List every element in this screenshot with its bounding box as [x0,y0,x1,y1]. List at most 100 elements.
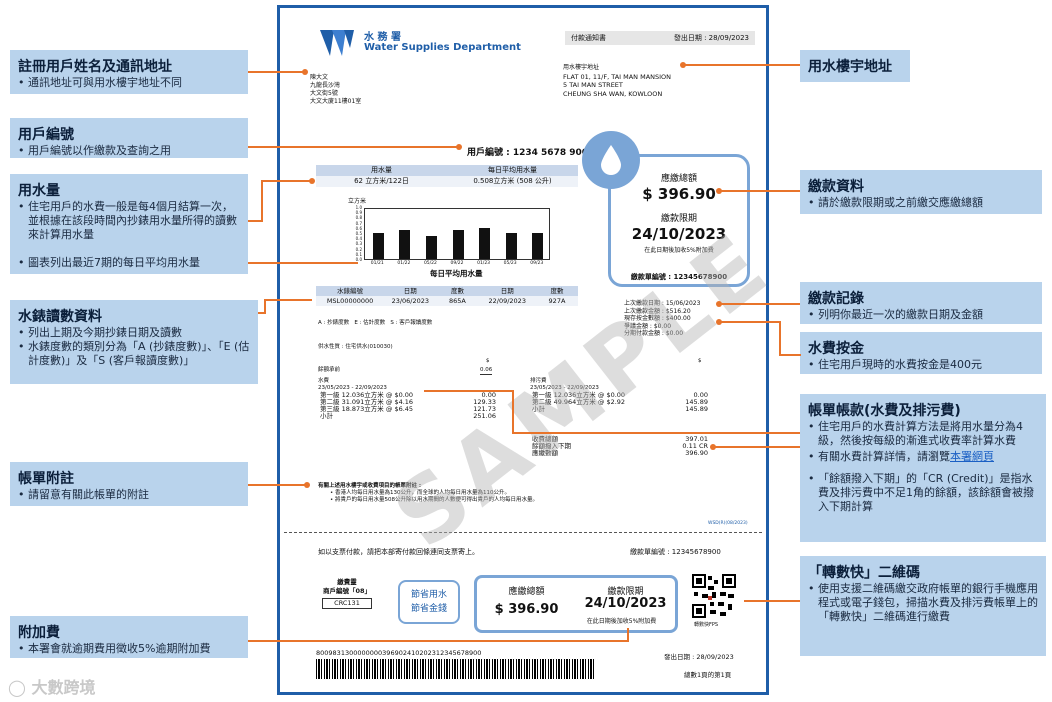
stub-amount-label: 應繳總額 [508,587,545,597]
dollar-sign-left: $ [486,358,490,364]
connector-line [424,390,514,392]
installment-amount: 分期付款金額 : $0.00 [624,330,684,337]
meter-cell: 23/06/2023 [391,297,430,305]
chart-y-tick: 0.0 [355,257,362,262]
dept-name-zh: 水 務 署 [364,32,401,43]
chart-x-tick: 09/22 [450,261,464,266]
callout-title: 用水量 [18,183,60,199]
charge-desc: 第一級 12.036立方米 @ $0.00 [532,391,626,399]
website-link[interactable]: 本署網頁 [950,450,994,463]
charge-amount: 397.01 [685,435,708,443]
late-note: 在此日期後加收5%附加費 [644,247,714,254]
chart-y-tick: 0.2 [355,246,362,252]
connector-dot [304,482,310,488]
callout-title: 帳單附註 [18,471,74,487]
charge-desc: 小計 [320,412,333,420]
bill-number: 繳款單編號 : 12345678900 [630,273,728,281]
stub-bill-number: 繳款單編號 : 12345678900 [630,548,721,556]
note-item: • 香港人均每日用水量為130公升，而全球的人均每日用水量為110公升。 [330,490,510,496]
chart-x-tick: 01/21 [370,261,384,266]
meter-hdr: 水錶編號 [337,287,364,295]
connector-dot [716,301,722,307]
callout-title: 註冊用戶姓名及通訊地址 [18,59,172,75]
callout-title: 水費按金 [808,341,864,357]
chart-bar [399,230,411,259]
chart-y-tick: 0.1 [355,251,362,257]
sewage-charges: 排污費 23/05/2023 - 22/09/2023 第一級 12.036立方… [530,378,710,413]
chart-x-tick: 01/23 [477,261,491,266]
callout-item: 通訊地址可與用水樓宇地址不同 [18,76,240,90]
meter-cell: 927A [548,297,566,305]
fps-qr-code-icon[interactable] [692,574,736,618]
connector-line [248,146,458,148]
dollar-sign-right: $ [698,358,702,364]
premises-label: 用水樓宇地址 [563,64,600,71]
payee-block: 繳費靈 商戶編號「08」 CRC131 [312,578,382,609]
balance-forward-value: 0.06 [480,367,493,375]
connector-line [248,262,358,264]
connector-line [264,299,266,314]
usage-value-1: 62 立方米/122日 [354,177,409,185]
charge-amount: 121.73 [473,405,496,413]
mail-addr-line: 大文街5號 [310,90,338,97]
sewage-label: 排污費 [530,378,547,384]
mail-addr-line: 陳大文 [310,74,329,81]
connector-dot [680,62,686,68]
chart-bar [505,233,517,259]
stub-amount-box: 應繳總額 $ 396.90 繳款限期 24/10/2023 在此日期後加收5%附… [474,575,678,633]
notes-title: 有關上述用水樓宇或收費項目的帳單附註 : [318,483,422,489]
chart-x-tick: 09/23 [530,261,544,266]
stub-amount-value: $ 396.90 [494,602,559,617]
connector-dot [309,178,315,184]
chart-bar [479,227,491,259]
callout-item: 「餘額撥入下期」的「CR (Credit)」是指水費及排污費中不足1角的餘額，該… [808,472,1038,514]
connector-line [512,390,514,434]
callout-charges: 帳單帳款(水費及排污費) 住宅用戶的水費計算方法是將用水量分為4級，然後按每級的… [800,394,1046,542]
connector-line [248,640,628,642]
chart-y-tick: 0.4 [355,236,362,242]
brand-logo-icon: ◯ [8,678,26,697]
callout-fps: 「轉數快」二維碼 使用支援二維碼繳交政府帳單的銀行手機應用程式或電子錢包，掃描水… [800,556,1046,656]
chart-title: 每日平均用水量 [430,269,483,278]
chart-x-tick: 01/22 [397,261,411,266]
issue-date: 發出日期 : 28/09/2023 [673,34,749,42]
barcode-number: 8009831300000000396902410202312345678900 [316,649,482,657]
usage-value-2: 0.508立方米 (508 公升) [473,177,552,185]
meter-table: 水錶編號 日期 度數 日期 度數 MSL00000000 23/06/2023 … [316,286,578,306]
notice-title: 付款通知書 [571,34,606,42]
chart-bar [532,233,544,259]
callout-title: 用戶編號 [18,127,74,143]
note-item: • 將貴戶的每日用水量508公升除以用水期間的人數便可得出貴戶的人均每日用水量。 [330,497,539,503]
footer-date: 發出日期 : 28/09/2023 [664,653,734,661]
reading-legend: A : 抄錶度數 E : 估計度數 S : 客戶報讀度數 [318,320,433,326]
connector-line [627,628,629,642]
usage-table: 用水量 每日平均用水量 62 立方米/122日 0.508立方米 (508 公升… [316,165,578,187]
charge-desc: 第二級 31.091立方米 @ $4.16 [320,398,414,406]
connector-dot [302,69,308,75]
brand-logo: ◯ 大數跨境 [8,674,96,698]
callout-item: 住宅用戶的水費一般是每4個月結算一次，並根據在該段時間內抄錶用水量所得的讀數來計… [18,200,240,242]
chart-y-tick: 0.7 [355,220,362,226]
callout-item: 本署會就逾期費用徵收5%逾期附加費 [18,642,240,656]
chart-y-tick: 1.0 [355,205,362,210]
chart-plot-area [364,208,550,260]
amount-due-box: 應繳總額 $ 396.90 繳款限期 24/10/2023 在此日期後加收5%附… [608,154,750,287]
water-label: 水費 [318,378,330,384]
connector-line [248,220,262,222]
stub-due-date: 24/10/2023 [584,596,667,611]
callout-item: 住宅用戶的水費計算方法是將用水量分為4級，然後按每級的漸進式收費率計算水費 [808,420,1038,448]
connector-line [720,190,800,192]
premises-line: FLAT 01, 11/F, TAI MAN MANSION [563,72,672,81]
callout-item: 列明你最近一次的繳款日期及金額 [808,308,1034,322]
charge-amount: 0.00 [481,391,496,399]
callout-item: 請於繳款限期或之前繳交應繳總額 [808,196,1034,210]
amount-value: $ 396.90 [642,185,716,203]
connector-dot [716,319,722,325]
charge-amount: 145.89 [685,398,708,406]
slogan-line: 節省用水 [410,590,447,600]
